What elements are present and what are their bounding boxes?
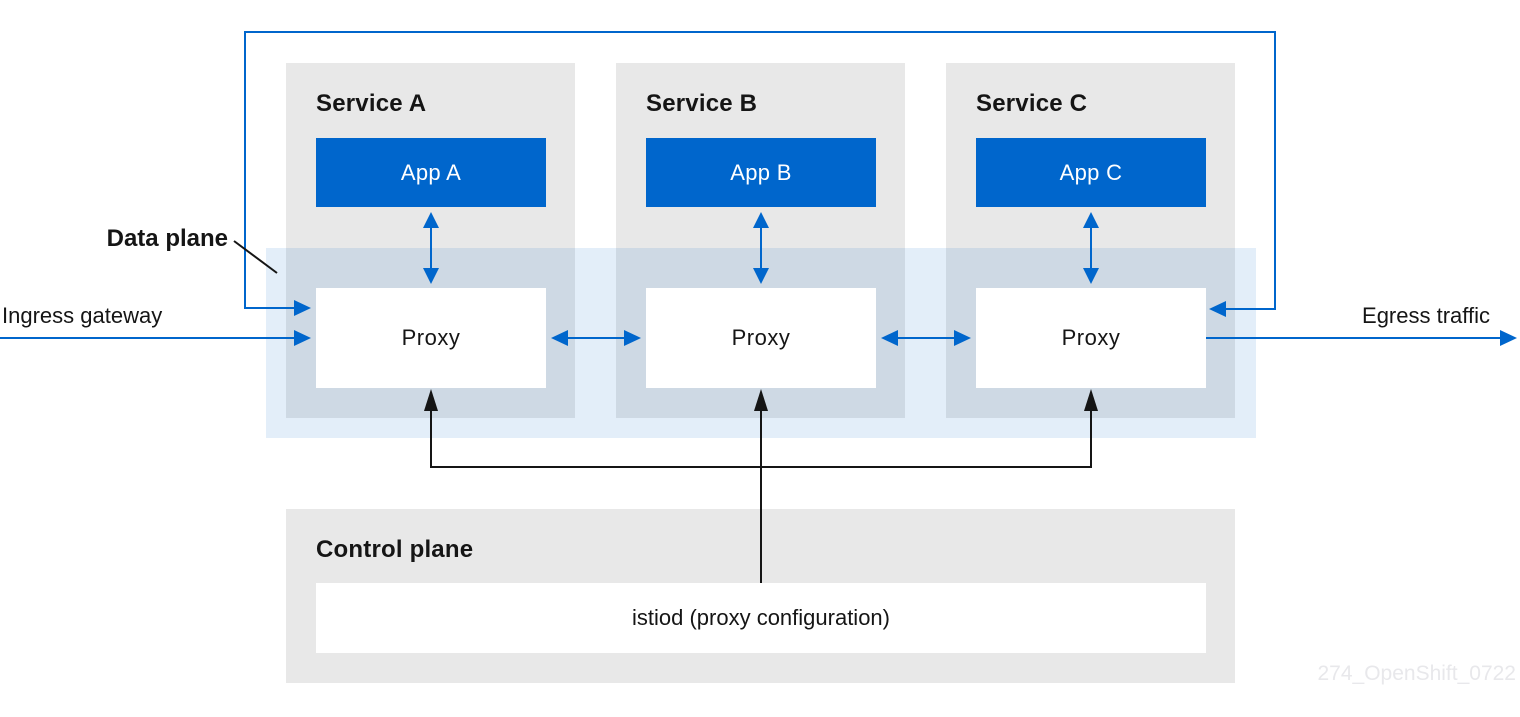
- proxy-c-box: Proxy: [976, 288, 1206, 388]
- istiod-box: istiod (proxy configuration): [316, 583, 1206, 653]
- egress-arrowhead: [1500, 330, 1517, 346]
- app-a-label: App A: [400, 159, 462, 185]
- service-a-title: Service A: [316, 90, 427, 117]
- proxy-b-label: Proxy: [731, 325, 791, 350]
- ingress-gateway-label: Ingress gateway: [2, 303, 163, 328]
- app-b-box: App B: [646, 138, 876, 207]
- app-c-box: App C: [976, 138, 1206, 207]
- app-c-label: App C: [1059, 159, 1123, 185]
- service-b-title: Service B: [646, 90, 758, 117]
- proxy-c-label: Proxy: [1061, 325, 1121, 350]
- proxy-a-label: Proxy: [401, 325, 461, 350]
- proxy-b-box: Proxy: [646, 288, 876, 388]
- data-plane-label: Data plane: [106, 225, 228, 252]
- app-a-box: App A: [316, 138, 546, 207]
- app-b-label: App B: [730, 159, 792, 185]
- egress-traffic-label: Egress traffic: [1362, 303, 1490, 328]
- proxy-a-box: Proxy: [316, 288, 546, 388]
- istiod-label: istiod (proxy configuration): [631, 605, 890, 630]
- watermark-text: 274_OpenShift_0722: [1317, 662, 1516, 685]
- service-c-title: Service C: [976, 90, 1088, 117]
- control-plane-title: Control plane: [316, 536, 474, 563]
